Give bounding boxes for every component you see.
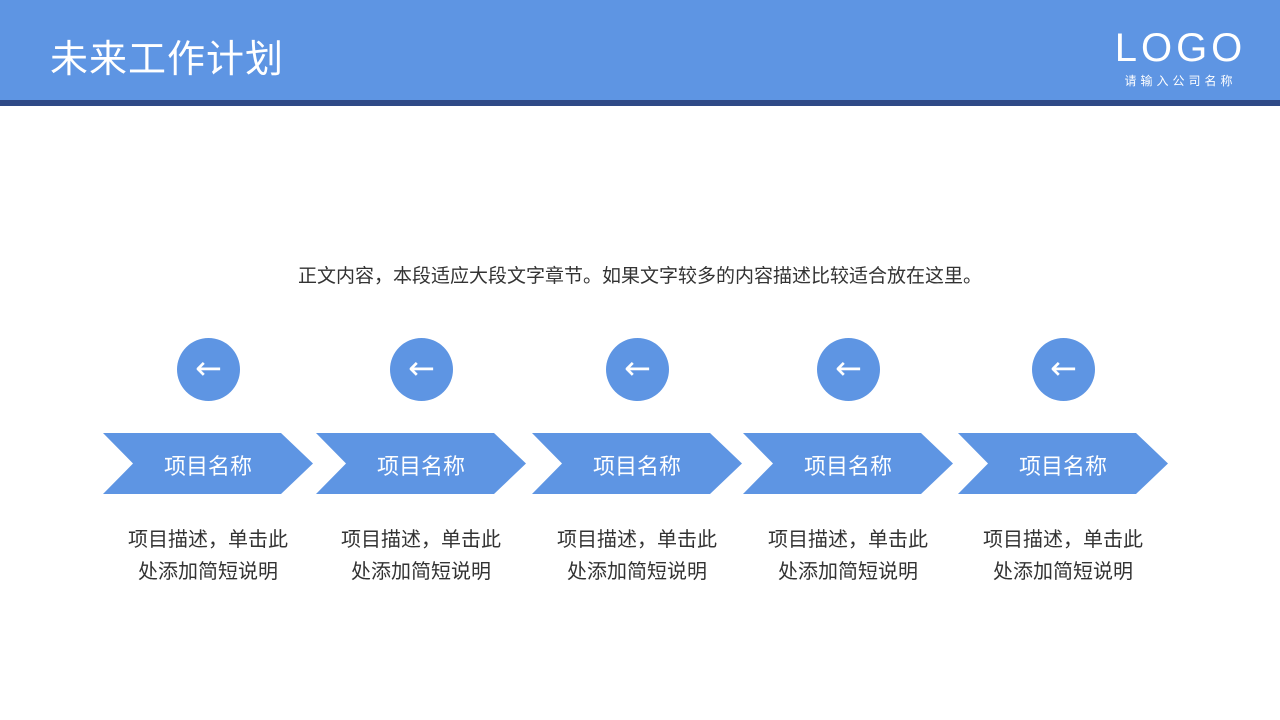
chevron-label: 项目名称 (316, 433, 526, 494)
desc-line-1: 项目描述，单击此 (557, 527, 717, 551)
item-name: 项目名称 (1018, 455, 1107, 480)
arrow-left-icon: ← (606, 338, 669, 401)
desc-line-2: 处添加简短说明 (138, 559, 278, 583)
item-description: 项目描述，单击此 处添加简短说明 (296, 523, 546, 587)
arrow-left-icon: ← (1032, 338, 1095, 401)
desc-line-2: 处添加简短说明 (567, 559, 707, 583)
chevron-shape (316, 433, 526, 494)
item-name: 项目名称 (803, 455, 892, 480)
desc-line-1: 项目描述，单击此 (128, 527, 288, 551)
logo-text: LOGO (1114, 26, 1247, 70)
chevron-label: 项目名称 (743, 433, 953, 494)
arrow-left-icon: ← (177, 338, 240, 401)
item-description: 项目描述，单击此 处添加简短说明 (512, 523, 762, 587)
item-name: 项目名称 (592, 455, 681, 480)
arrow-left-icon: ← (390, 338, 453, 401)
item-description: 项目描述，单击此 处添加简短说明 (723, 523, 973, 587)
desc-line-2: 处添加简短说明 (993, 559, 1133, 583)
intro-text: 正文内容，本段适应大段文字章节。如果文字较多的内容描述比较适合放在这里。 (297, 265, 982, 287)
chevron-label: 项目名称 (532, 433, 742, 494)
chevron-shape (958, 433, 1168, 494)
desc-line-2: 处添加简短说明 (778, 559, 918, 583)
logo-subtitle: 请输入公司名称 (1124, 74, 1237, 88)
arrow-left-icon: ← (817, 338, 880, 401)
header-bar (0, 0, 1280, 100)
item-name: 项目名称 (376, 455, 465, 480)
chevron-shape (743, 433, 953, 494)
item-description: 项目描述，单击此 处添加简短说明 (83, 523, 333, 587)
chevron-shape (103, 433, 313, 494)
desc-line-2: 处添加简短说明 (351, 559, 491, 583)
desc-line-1: 项目描述，单击此 (983, 527, 1143, 551)
logo: LOGO 请输入公司名称 (1113, 28, 1248, 89)
chevron-shape (532, 433, 742, 494)
desc-line-1: 项目描述，单击此 (768, 527, 928, 551)
page-title: 未来工作计划 (50, 37, 285, 81)
item-name: 项目名称 (163, 455, 252, 480)
header-divider (0, 100, 1280, 106)
chevron-label: 项目名称 (103, 433, 313, 494)
desc-line-1: 项目描述，单击此 (341, 527, 501, 551)
chevron-label: 项目名称 (958, 433, 1168, 494)
item-description: 项目描述，单击此 处添加简短说明 (938, 523, 1188, 587)
